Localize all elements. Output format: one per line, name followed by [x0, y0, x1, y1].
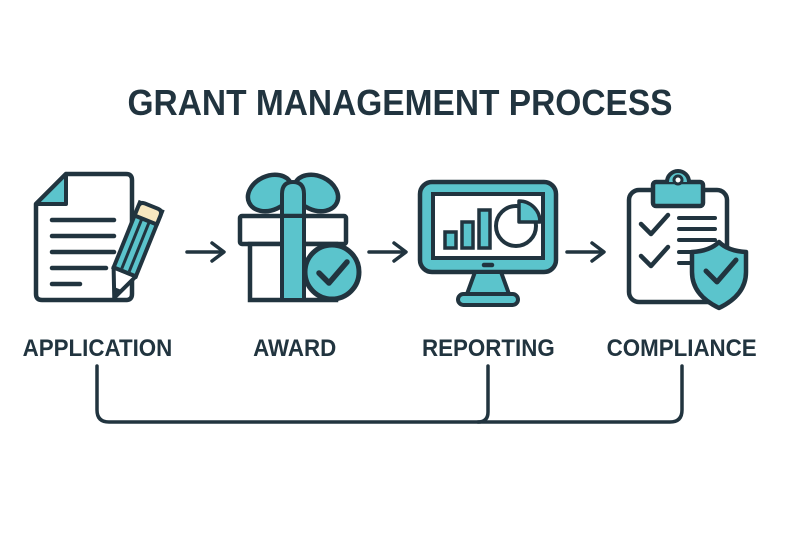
step-reporting: REPORTING [403, 168, 573, 363]
gift-check-icon [220, 168, 370, 313]
document-pencil-icon [22, 168, 172, 313]
step-label-reporting: REPORTING [421, 335, 555, 362]
step-compliance: COMPLIANCE [597, 168, 767, 363]
arrow-right-icon [366, 240, 412, 264]
arrow-right-icon [564, 240, 610, 264]
arrow-right-icon [184, 240, 230, 264]
monitor-charts-icon [413, 168, 563, 313]
step-label-award: AWARD [253, 335, 337, 362]
clipboard-shield-icon [607, 168, 757, 313]
step-award: AWARD [210, 168, 380, 363]
step-application: APPLICATION [12, 168, 182, 363]
page-title: GRANT MANAGEMENT PROCESS [127, 82, 673, 123]
step-label-compliance: COMPLIANCE [606, 335, 758, 362]
flow-connector-line [0, 358, 800, 438]
step-label-application: APPLICATION [22, 335, 172, 362]
